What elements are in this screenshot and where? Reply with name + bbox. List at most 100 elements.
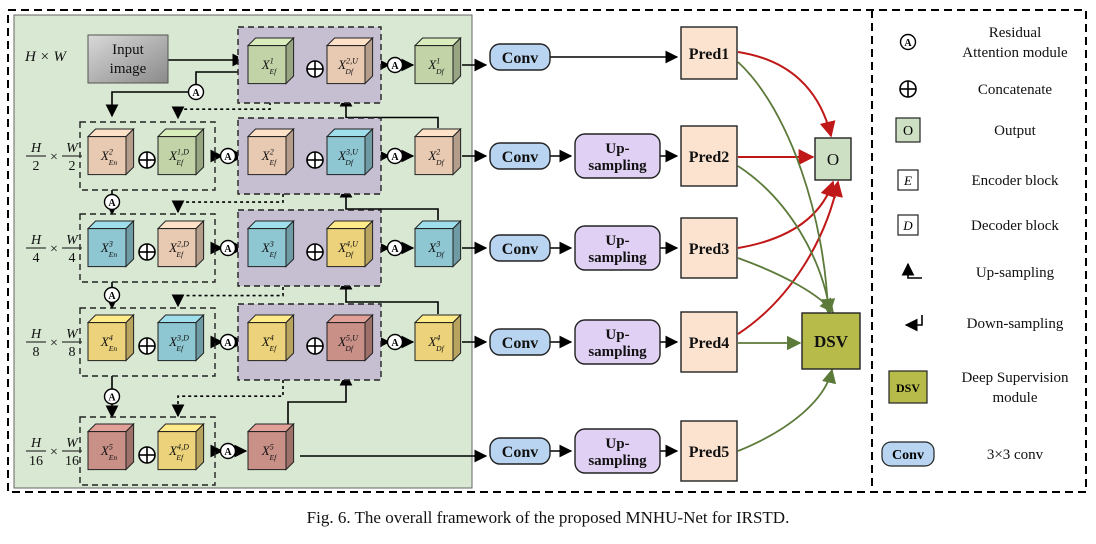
upsampling-block-2-text: sampling xyxy=(588,250,647,266)
upsampling-block-4: Up-sampling xyxy=(574,428,661,474)
attention-circle xyxy=(219,239,237,257)
output-icon xyxy=(895,117,921,143)
upsampling-block-2: Up-sampling xyxy=(574,225,661,271)
wire-skip-dotted-3 xyxy=(171,380,284,418)
wire-up-2 xyxy=(339,276,439,314)
attention-symbol: A xyxy=(108,393,116,404)
cube-front xyxy=(414,136,454,176)
legend-item-concat: Concatenate xyxy=(899,80,1052,98)
legend-text: Concatenate xyxy=(978,82,1052,98)
upsampling-block-3: Up-sampling xyxy=(574,319,661,365)
wire-skip-dotted-0 xyxy=(171,102,271,120)
decoder-symbol: D xyxy=(902,218,913,233)
upsampling-block-1: Up-sampling xyxy=(574,133,661,179)
encoder-group-2 xyxy=(79,213,216,283)
input-image-text: Input xyxy=(112,42,144,58)
conv-block-1-shape xyxy=(489,43,551,71)
scale-h-den: 8 xyxy=(33,345,40,360)
attention-icon: A xyxy=(103,388,121,405)
wire-up-0 xyxy=(339,93,439,128)
scale-w-num: W xyxy=(66,436,79,451)
conv-block-5-shape xyxy=(489,437,551,465)
attention-symbol: A xyxy=(391,152,399,163)
attention-circle xyxy=(386,333,404,351)
conv-block-1: Conv xyxy=(489,43,551,71)
cube-front xyxy=(87,431,127,471)
attention-symbol: A xyxy=(391,61,399,72)
wire-pred4-to-output xyxy=(737,180,843,335)
concat-icon xyxy=(306,337,324,355)
conv-block-4: Conv xyxy=(489,328,551,356)
attention-icon: A xyxy=(103,286,121,304)
wire-pred3-to-dsv xyxy=(737,257,834,314)
cube-side xyxy=(364,127,374,176)
conv-block-1-text: Conv xyxy=(502,50,538,67)
cube-front xyxy=(247,45,287,85)
pred-block-3-shape xyxy=(680,217,738,279)
dsv-block-shape xyxy=(801,312,861,370)
cube-side xyxy=(364,219,374,268)
pred-block-1-text: Pred1 xyxy=(689,46,730,63)
cube-side xyxy=(452,219,462,268)
conv-block-3-text: Conv xyxy=(502,241,538,258)
dsv-icon xyxy=(888,370,928,404)
pred-block-2: Pred2 xyxy=(680,125,738,187)
attention-icon: A xyxy=(219,333,237,351)
attention-icon: A xyxy=(386,56,404,74)
cube-side xyxy=(452,313,462,362)
output-symbol: O xyxy=(903,124,913,139)
figure-caption: Fig. 6. The overall framework of the pro… xyxy=(306,508,790,527)
upsampling-block-3-text: sampling xyxy=(588,344,647,360)
attention-circle xyxy=(219,147,237,165)
attention-symbol: A xyxy=(391,338,399,349)
upsampling-block-3-text: Up- xyxy=(605,327,629,343)
upsampling-block-4-text: Up- xyxy=(605,436,629,452)
attention-symbol: A xyxy=(391,244,399,255)
upsampling-block-2-text: Up- xyxy=(605,233,629,249)
cube-front xyxy=(157,431,197,471)
scale-label-5: H16×W16 xyxy=(26,436,82,469)
attention-circle xyxy=(386,147,404,165)
cube-side xyxy=(452,36,462,85)
cube-side xyxy=(195,219,205,268)
cube-front xyxy=(414,322,454,362)
attention-icon: A xyxy=(386,333,404,351)
cube-front xyxy=(247,228,287,268)
upsampling-block-1-shape xyxy=(574,133,661,179)
conv-block-2-shape xyxy=(489,142,551,170)
legend-text: Attention module xyxy=(962,45,1068,61)
cube-side xyxy=(285,36,295,85)
scale-w-den: 16 xyxy=(65,454,79,469)
scale-h-num: H xyxy=(30,233,42,248)
decoder-icon xyxy=(897,214,919,236)
attention-symbol: A xyxy=(224,152,232,163)
scale-w-den: 4 xyxy=(69,251,76,266)
conv-block-4-shape xyxy=(489,328,551,356)
attention-circle xyxy=(187,83,205,101)
encoder-symbol: E xyxy=(903,173,912,188)
cube-side xyxy=(125,127,135,176)
legend-item-output: O Output xyxy=(895,117,1037,143)
legend-text: Residual xyxy=(989,25,1042,41)
legend-text: Output xyxy=(994,123,1037,139)
attention-icon: A xyxy=(219,147,237,165)
cube-side xyxy=(125,313,135,362)
encoder-group-3 xyxy=(79,307,216,377)
